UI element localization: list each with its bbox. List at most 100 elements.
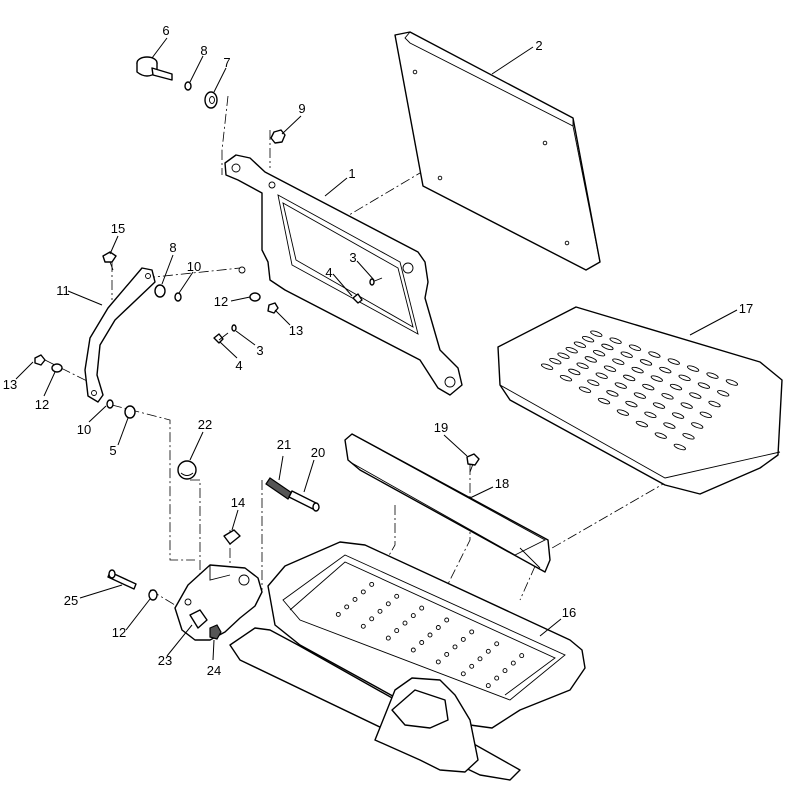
callout-18: 18 [495,476,509,491]
floor-hole [352,596,358,602]
nut-24 [209,624,222,640]
plate-dimple [635,420,649,428]
callout-8: 8 [200,43,207,58]
plate-dimple [708,400,721,408]
plate-dimple [671,412,685,419]
callout-13: 13 [289,323,303,338]
washer-12a [249,292,261,302]
pin-20 [288,490,320,512]
ball-knob-22 [177,460,197,480]
screw-3b [231,324,237,332]
washer-8b [154,284,166,298]
plate-dimple [682,433,695,440]
callout-19: 19 [434,420,448,435]
floor-hole [419,605,425,611]
floor-hole [460,636,466,642]
floor-hole [394,628,400,634]
floor-hole [469,663,475,669]
floor-hole [494,641,500,647]
plate-dimple [540,363,554,370]
callout-12: 12 [35,397,49,412]
floor-hole [502,668,508,674]
plate-dimple [680,402,693,409]
floor-hole [369,581,375,587]
plate-dimple [557,352,570,359]
floor-hole [335,611,341,617]
callout-12: 12 [112,625,126,640]
plate-dimple [623,374,636,382]
plate-dimple [628,344,642,351]
callout-21: 21 [277,437,291,452]
floor-hole [410,647,416,653]
plate-dimple [573,341,587,348]
seat-back-frame [224,154,463,396]
plate-dimple [633,392,647,399]
plate-dimple [689,392,702,399]
plate-dimple [578,386,592,393]
callout-15: 15 [111,221,125,236]
spacer-7 [204,91,218,109]
plate-dimple [592,349,606,357]
plate-dimple [595,372,608,379]
callout-13: 13 [3,377,17,392]
plate-dimple [601,343,614,351]
washer-12c [148,589,158,601]
floor-hole [344,604,350,610]
plate-dimple [584,356,597,363]
plate-dimple [625,400,638,408]
callout-23: 23 [158,653,172,668]
floor-hole [402,620,408,626]
plate-dimple [631,366,644,374]
callout-2: 2 [535,38,542,53]
callout-22: 22 [198,417,212,432]
knob [136,56,173,81]
callout-1: 1 [348,166,355,181]
plate-dimple [565,346,578,354]
plate-dimple [612,358,625,365]
plate-dimple [650,375,663,382]
channel-bracket [344,433,551,573]
floor-hole [385,635,391,641]
plate-dimple [661,393,674,400]
floor-hole [419,640,425,645]
plate-dimple [603,365,617,372]
bolt-15 [102,251,117,271]
callout-20: 20 [311,445,325,460]
washer-5 [124,405,136,419]
plate-dimple [549,357,562,365]
floor-hole [444,617,450,623]
callout-4: 4 [325,265,332,280]
plate-dimple [648,351,661,358]
plate-dimple [717,390,730,397]
footrest-frame [174,541,586,781]
plate-dimple [616,409,630,416]
floor-hole [360,623,366,629]
pin-25 [107,569,137,590]
bolt-4b [213,332,229,344]
washer-8 [184,81,192,91]
floor-hole [494,675,500,681]
plate-dimple [699,411,712,419]
plate-dimple [686,365,700,372]
floor-hole [485,648,491,654]
callout-12: 12 [214,294,228,309]
callout-14: 14 [231,495,245,510]
callout-16: 16 [562,605,576,620]
callout-10: 10 [187,259,201,274]
washer-12b [51,363,63,373]
diamond-plate-texture [540,330,739,451]
nut-9 [270,129,286,144]
screw-3a [369,277,383,286]
plate-dimple [667,358,680,365]
plate-dimple [644,411,657,419]
floor-hole [519,653,525,659]
bolt-19 [466,453,480,473]
plate-dimple [678,374,691,382]
floor-hole [477,656,483,662]
plate-dimple [609,337,622,344]
plate-dimple [581,335,595,343]
callout-6: 6 [162,23,169,38]
plate-dimple [576,362,589,369]
bushing-23 [189,609,208,629]
